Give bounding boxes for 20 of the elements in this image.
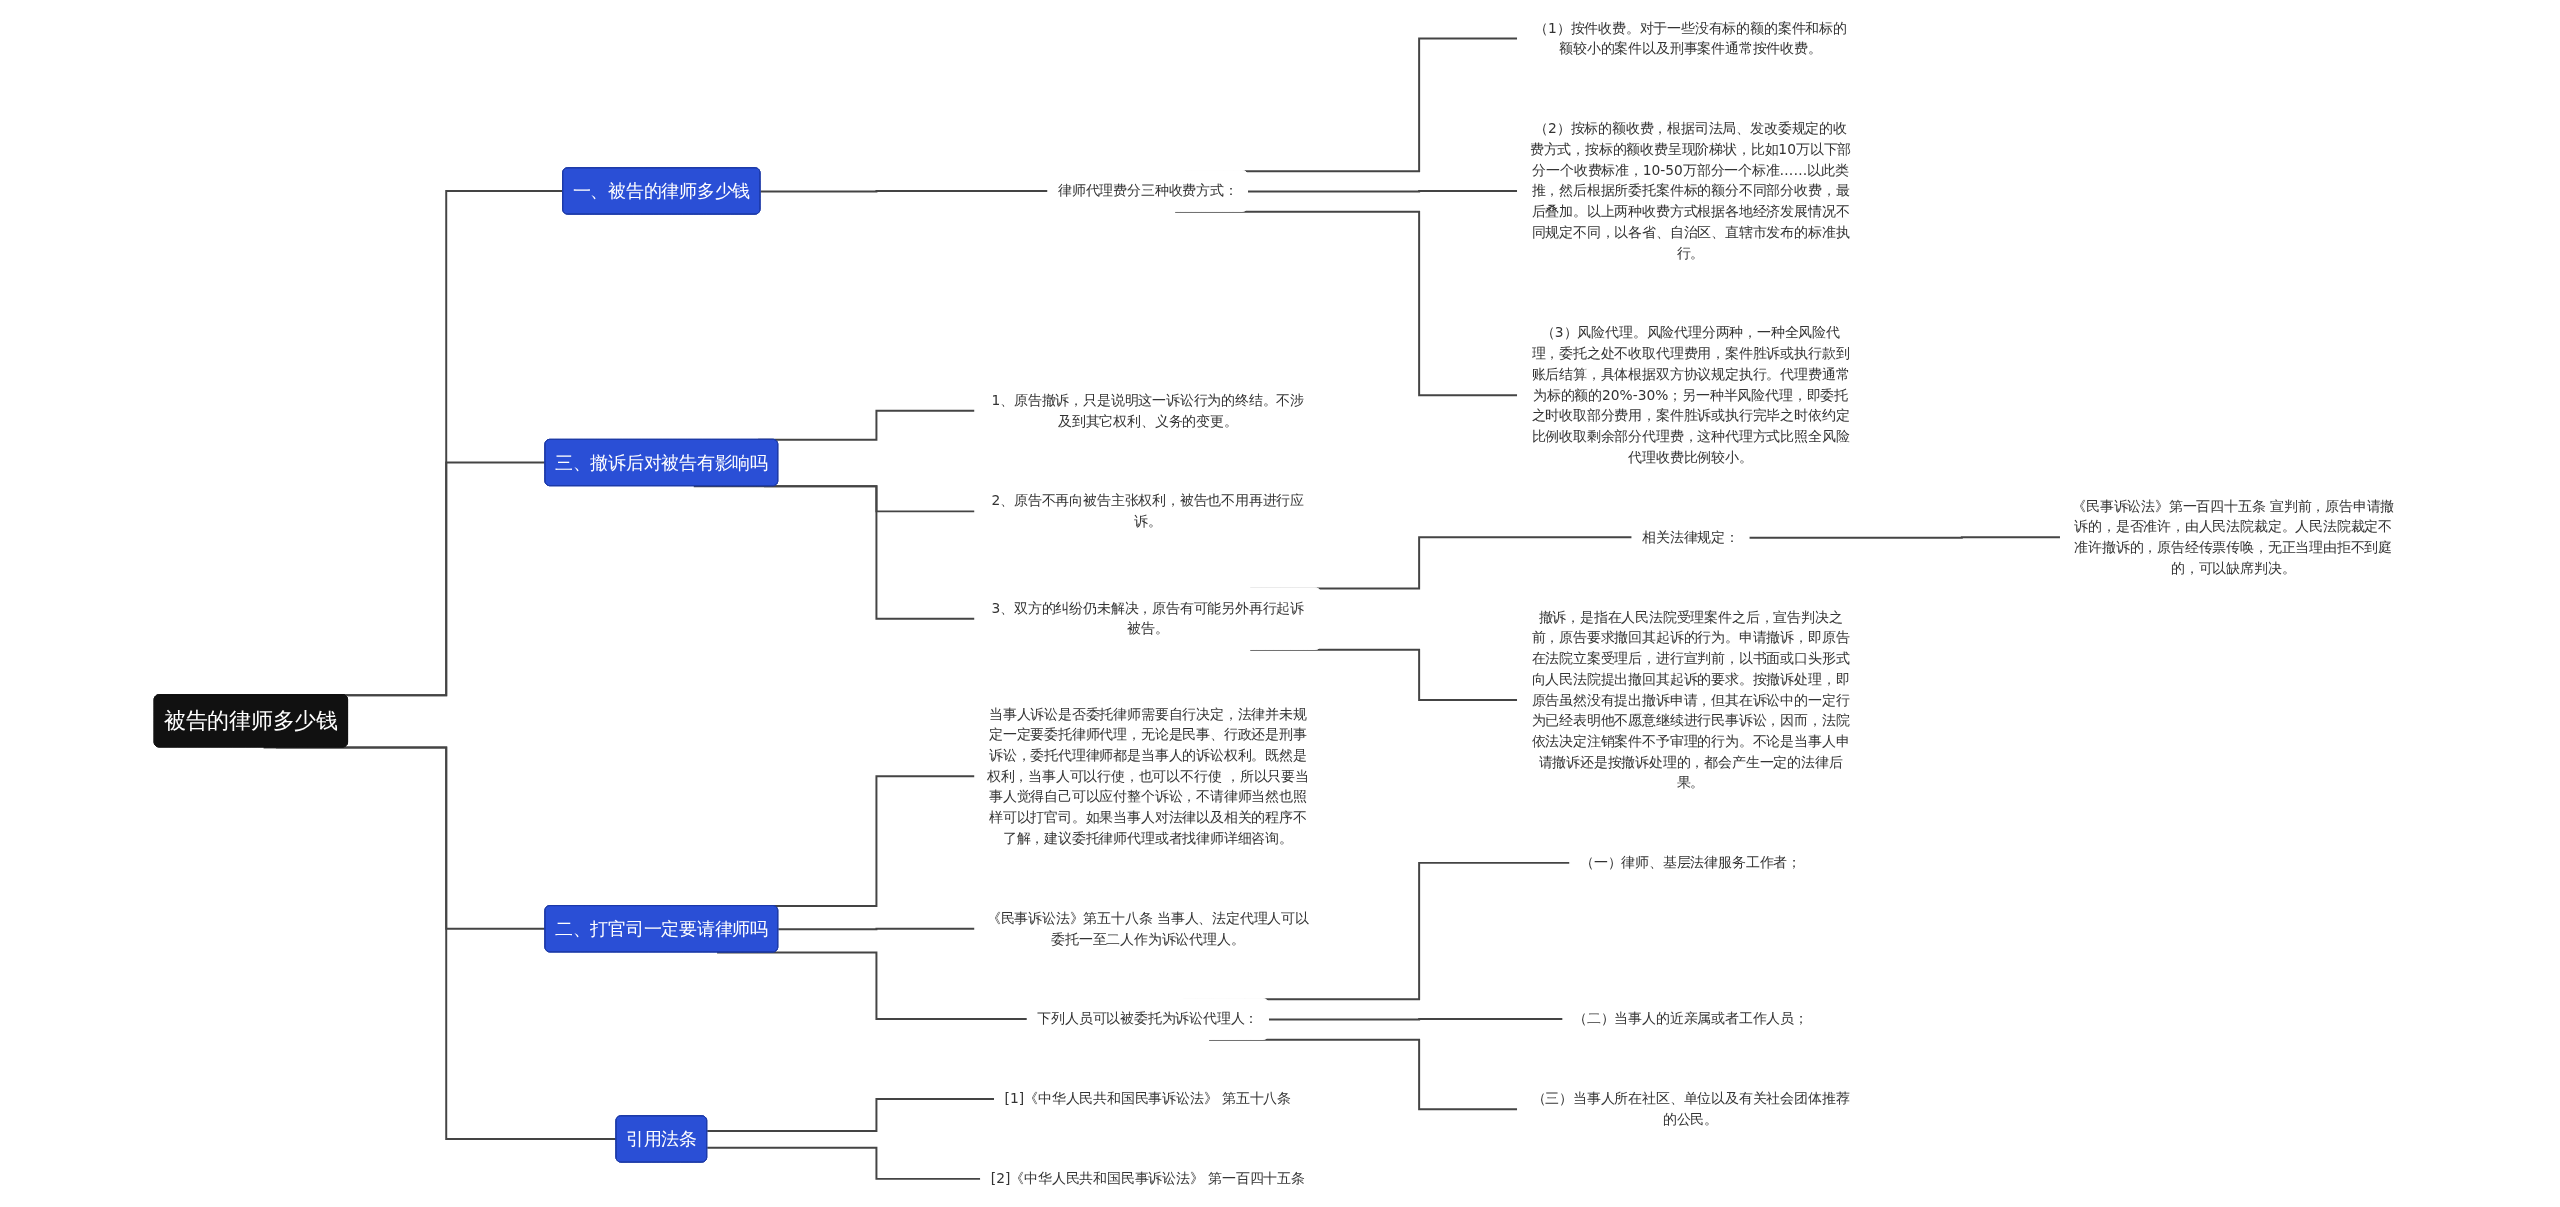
node-text: 《民事诉讼法》第一百四十五条 宣判前，原告申请撤诉的，是否准许，由人民法院裁定。人民法院裁定不准许撤诉的，原告经传票传唤，无正当理由拒不到庭的，可以缺席判决。: [2072, 497, 2395, 576]
node-text: 相关法律规定：: [1642, 528, 1739, 545]
node-text: 当事人诉讼是否委托律师需要自行决定，法律并未规定一定要委托律师代理，无论是民事、行政还是刑事诉讼，委托代理律师都是当事人的诉讼权利。既然是权利，当事人可以行使，也可以不行使 ，所以只要当事人觉得自己可以应付整个诉讼，不请律师当然也照样可以打官司。如果当事人对法律以及相关的程序不了解，建议委托律师代理或者找律师详细咨询。: [986, 705, 1309, 846]
connector: [1267, 1018, 1565, 1021]
node-text: （三）当事人所在社区、单位以及有关社会团体推荐的公民。: [1531, 1090, 1850, 1128]
node-text: 撤诉，是指在人民法院受理案件之后，宣告判决之前，原告要求撤回其起诉的行为。申请撤诉，即原告在法院立案受理后，进行宣判前，以书面或口头形式向人民法院提出撤回其起诉的要求。按撤诉处理，即原告虽然没有提出撤诉申请，但其在诉讼中的一定行为已经表明他不愿意继续进行民事诉讼，因而，法院依法决定注销案件不予审理的行为。不论是当事人申请撤诉还是按撤诉处理的，都会产生一定的法律后果。: [1531, 608, 1850, 791]
node-text: （1）按件收费。对于一些没有标的额的案件和标的额较小的案件以及刑事案件通常按件收费。: [1534, 19, 1847, 57]
connector: [777, 927, 977, 931]
node-text: 2、原告不再向被告主张权利，被告也不用再进行应诉。: [991, 492, 1305, 530]
node-text: 1、原告撤诉，只是说明这一诉讼行为的终结。不涉及到其它权利、义务的变更。: [991, 391, 1305, 429]
node-text: （一）律师、基层法律服务工作者；: [1579, 854, 1801, 871]
node-text: （3）风险代理。风险代理分两种，一种全风险代理，委托之处不收取代理费用，案件胜诉或执行款到账后结算，具体根据双方协议规定执行。代理费通常为标的额的20%-30%；另一种半风险代理，即委托之时收取部分费用，案件胜诉或执行完毕之时依约定比例收取剩余部分代理费，这种代理方式比照全风险代理收费比例较小。: [1531, 324, 1850, 465]
connector: [692, 485, 977, 621]
node-text: （二）当事人的近亲属或者工作人员；: [1573, 1010, 1808, 1027]
node-text: （2）按标的额收费，根据司法局、发改委规定的收费方式，按标的额收费呈现阶梯状，比如10万以下部分一个收费标准，10-50万部分一个标准……以此类推，然后根据所委托案件标的额分不同部分收费，最后叠加。以上两种收费方式根据各地经济发展情况不同规定不同，以各省、自治区、直辖市发布的标准执行。: [1529, 120, 1852, 261]
node-text: [2]《中华人民共和国民事诉讼法》 第一百四十五条: [990, 1170, 1305, 1187]
connector: [759, 189, 1050, 193]
node-text: 《民事诉讼法》第五十八条 当事人、法定代理人可以委托一至二人作为诉讼代理人。: [986, 910, 1309, 947]
connector: [1748, 536, 2062, 539]
node-text: [1]《中华人民共和国民事诉讼法》 第五十八条: [1004, 1090, 1291, 1107]
